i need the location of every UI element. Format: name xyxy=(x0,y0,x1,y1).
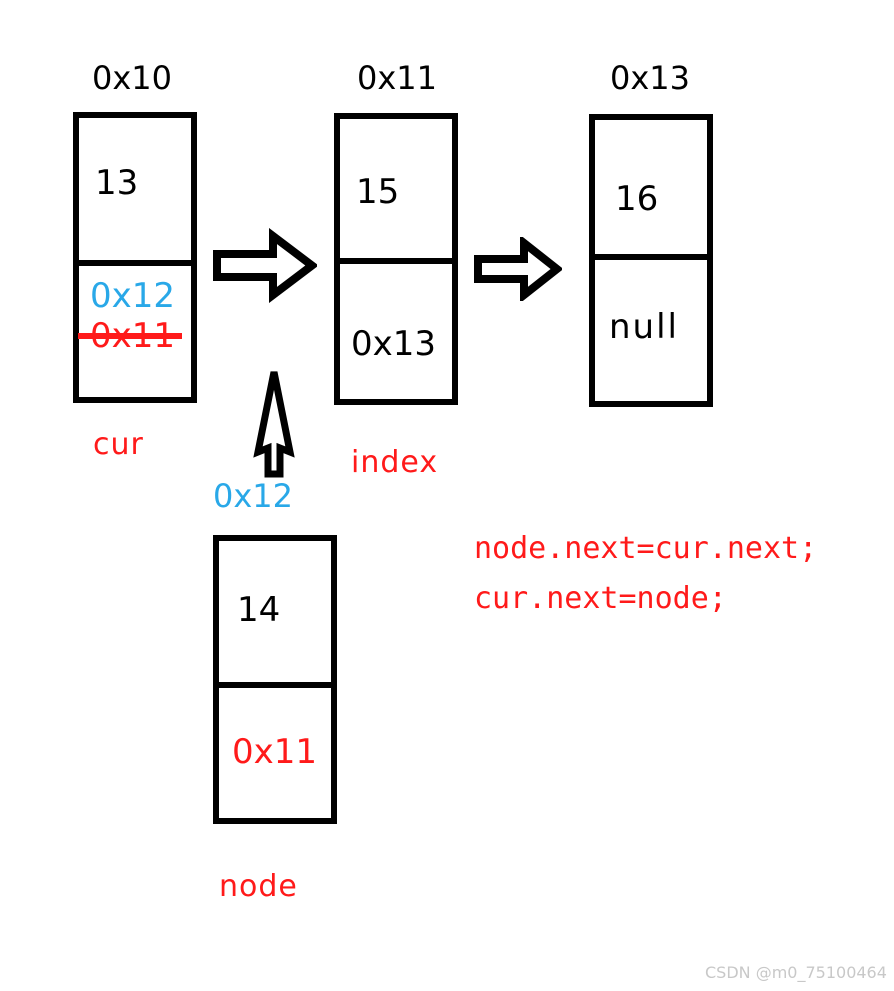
node-divider-0x10 xyxy=(73,260,197,266)
strikethrough-line-0x11 xyxy=(78,333,182,339)
code-line-1: node.next=cur.next; xyxy=(474,531,818,566)
pointer-label-node: node xyxy=(219,869,298,904)
arrow-right-icon-2 xyxy=(474,234,564,305)
code-line-2: cur.next=node; xyxy=(474,581,727,616)
node-next-0x13: null xyxy=(609,307,679,347)
node-next-0x11: 0x13 xyxy=(351,324,437,364)
node-box-0x10 xyxy=(73,112,197,403)
node-next-0x12: 0x11 xyxy=(232,732,318,772)
node-address-label-0x12: 0x12 xyxy=(213,477,294,515)
node-next-new-0x10: 0x12 xyxy=(90,276,176,316)
pointer-label-index: index xyxy=(351,445,439,480)
node-address-label-0x13: 0x13 xyxy=(610,59,691,97)
node-box-0x13 xyxy=(589,114,713,407)
node-box-0x12 xyxy=(213,535,337,824)
node-divider-0x11 xyxy=(334,258,458,264)
node-value-0x12: 14 xyxy=(237,590,281,630)
pointer-label-cur: cur xyxy=(93,427,144,462)
node-divider-0x13 xyxy=(589,254,713,260)
watermark: CSDN @m0_75100464 xyxy=(705,963,887,982)
node-divider-0x12 xyxy=(213,682,337,688)
arrow-right-icon-1 xyxy=(213,227,319,307)
arrow-up-icon xyxy=(250,368,298,482)
node-value-0x10: 13 xyxy=(95,163,139,203)
node-value-0x13: 16 xyxy=(615,179,659,219)
node-address-label-0x11: 0x11 xyxy=(357,59,438,97)
node-address-label-0x10: 0x10 xyxy=(92,59,173,97)
node-value-0x11: 15 xyxy=(356,172,400,212)
